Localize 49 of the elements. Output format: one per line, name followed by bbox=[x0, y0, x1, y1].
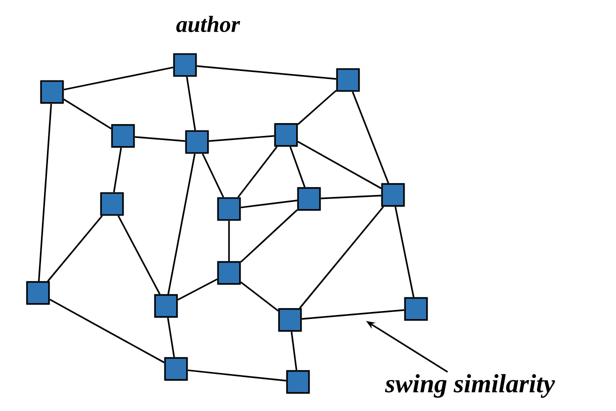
edge-line bbox=[240, 200, 298, 208]
edge-line bbox=[186, 76, 196, 130]
edge-line bbox=[240, 209, 298, 263]
node-square bbox=[26, 281, 50, 305]
annotation-text: swing similarity bbox=[384, 374, 555, 398]
edge-line bbox=[297, 140, 382, 190]
edge-line bbox=[38, 104, 52, 282]
edge-line bbox=[47, 215, 103, 282]
edge-line bbox=[49, 298, 165, 364]
edge-line bbox=[134, 136, 186, 142]
node-square bbox=[286, 370, 310, 394]
node-square bbox=[154, 294, 178, 318]
edge-line bbox=[240, 281, 279, 312]
node-square bbox=[297, 187, 321, 211]
edge-line bbox=[188, 369, 286, 382]
edge-line bbox=[63, 98, 112, 130]
edge-line bbox=[299, 206, 384, 309]
node-square bbox=[274, 123, 298, 147]
node-square bbox=[217, 197, 241, 221]
edge-line bbox=[352, 92, 390, 184]
edge-line bbox=[290, 332, 298, 370]
node-square bbox=[100, 192, 124, 216]
heading-label: author bbox=[176, 16, 240, 32]
node-square bbox=[336, 68, 360, 92]
node-square bbox=[404, 297, 428, 321]
edge-line bbox=[290, 146, 306, 188]
edge-line bbox=[297, 90, 337, 126]
edge-line bbox=[228, 220, 230, 262]
edge-line bbox=[64, 66, 174, 90]
edge-line bbox=[118, 215, 160, 295]
node-square bbox=[217, 261, 241, 285]
node-square bbox=[381, 183, 405, 207]
edge-line bbox=[208, 135, 274, 142]
edge-line bbox=[302, 309, 404, 320]
edge-line bbox=[394, 206, 414, 298]
node-square bbox=[173, 53, 197, 77]
edge-line bbox=[167, 318, 175, 358]
edge-line bbox=[177, 278, 218, 301]
node-square bbox=[40, 80, 64, 104]
edge-line bbox=[167, 154, 196, 294]
node-square bbox=[164, 357, 188, 381]
node-square bbox=[278, 308, 302, 332]
edge-line bbox=[113, 148, 122, 192]
node-square bbox=[111, 124, 135, 148]
edge-line bbox=[237, 146, 278, 198]
node-square bbox=[185, 130, 209, 154]
edge-line bbox=[202, 153, 224, 198]
edge-line bbox=[196, 65, 336, 80]
edge-line bbox=[320, 194, 382, 200]
